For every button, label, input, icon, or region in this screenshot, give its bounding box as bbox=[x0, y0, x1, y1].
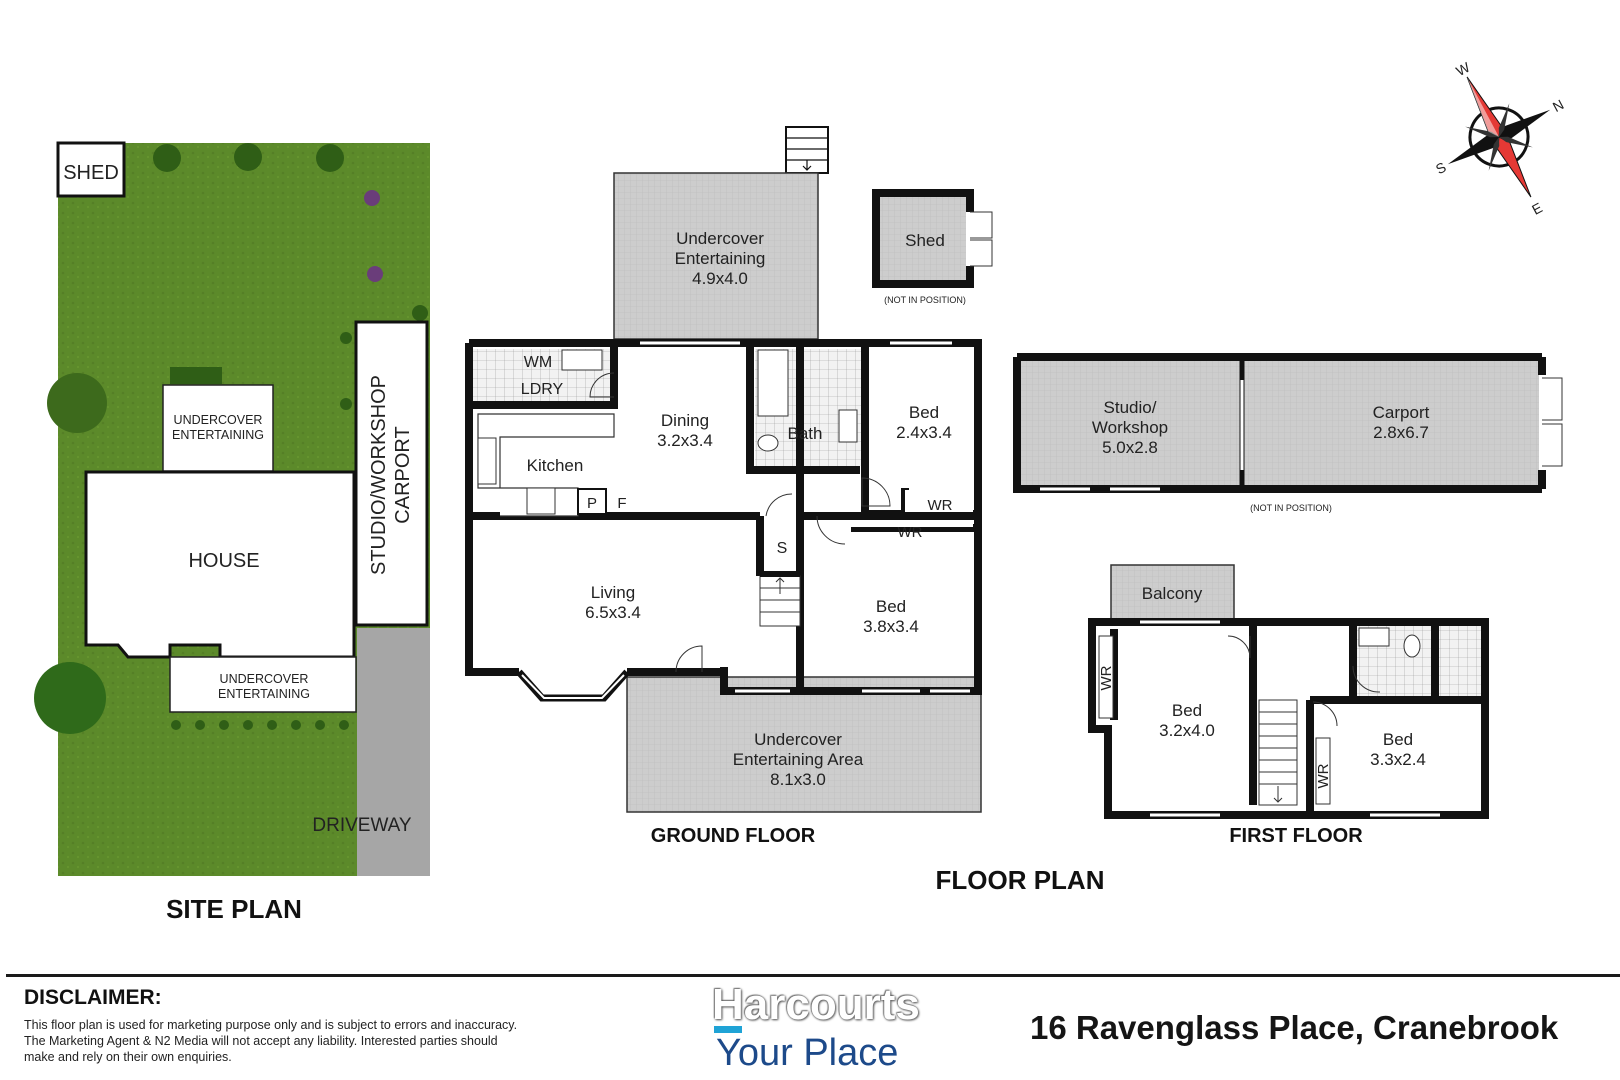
dining-label-2: 3.2x3.4 bbox=[657, 431, 713, 450]
site-undercover-top-label-1: UNDERCOVER bbox=[174, 413, 263, 427]
ground-floor-title: GROUND FLOOR bbox=[651, 825, 816, 847]
footer-divider bbox=[6, 974, 1620, 977]
floor-plan-title: FLOOR PLAN bbox=[936, 865, 1105, 895]
site-undercover-bottom-label-1: UNDERCOVER bbox=[220, 672, 309, 686]
brand-bar bbox=[714, 1026, 742, 1033]
disclaimer-line-3: make and rely on their own enquiries. bbox=[24, 1050, 232, 1064]
shed-label: Shed bbox=[905, 231, 945, 250]
site-house bbox=[84, 470, 356, 659]
site-driveway-label: DRIVEWAY bbox=[312, 815, 412, 836]
undercover-area-label-1: Undercover bbox=[754, 730, 842, 749]
bath-label: Bath bbox=[788, 424, 823, 443]
s-label: S bbox=[777, 540, 788, 557]
first-bed1-label-1: Bed bbox=[1172, 701, 1202, 720]
compass-n: N bbox=[1550, 96, 1566, 115]
pantry-label: P bbox=[587, 495, 597, 512]
first-bed2-label-2: 3.3x2.4 bbox=[1370, 750, 1426, 769]
undercover-entertaining-top bbox=[613, 172, 819, 340]
compass-w: W bbox=[1453, 58, 1473, 79]
ldry-label: LDRY bbox=[521, 381, 564, 398]
first-wr-right-label: WR bbox=[1315, 763, 1332, 788]
studio-label-3: 5.0x2.8 bbox=[1102, 438, 1158, 457]
bed1-label-1: Bed bbox=[909, 403, 939, 422]
site-carport-label: CARPORT bbox=[392, 426, 414, 523]
fridge-label: F bbox=[617, 495, 626, 512]
site-undercover-bottom bbox=[169, 656, 357, 713]
brand-top: Harcourts bbox=[712, 980, 920, 1029]
undercover-ent-label-1: Undercover bbox=[676, 229, 764, 248]
bay-window bbox=[516, 669, 630, 702]
site-house-label: HOUSE bbox=[188, 550, 259, 572]
studio-label-2: Workshop bbox=[1092, 418, 1168, 437]
first-wr-left-label: WR bbox=[1098, 665, 1115, 690]
first-bed1-label-2: 3.2x4.0 bbox=[1159, 721, 1215, 740]
site-undercover-top-label-2: ENTERTAINING bbox=[172, 428, 264, 442]
robe-2 bbox=[851, 520, 973, 527]
first-walls bbox=[1088, 618, 1489, 819]
first-floor-title: FIRST FLOOR bbox=[1229, 825, 1363, 847]
brand-bottom: Your Place bbox=[716, 1032, 899, 1074]
dining-label-1: Dining bbox=[661, 411, 709, 430]
undercover-ent-label-2: Entertaining bbox=[675, 249, 766, 268]
property-address: 16 Ravenglass Place, Cranebrook bbox=[1030, 1009, 1559, 1046]
disclaimer-text: This floor plan is used for marketing pu… bbox=[24, 1017, 584, 1065]
first-bed2-label-1: Bed bbox=[1383, 730, 1413, 749]
carport-floor bbox=[1244, 357, 1539, 487]
disclaimer-line-2: The Marketing Agent & N2 Media will not … bbox=[24, 1034, 498, 1048]
windows bbox=[640, 341, 970, 693]
pantry bbox=[577, 488, 607, 515]
wm-label: WM bbox=[524, 354, 552, 371]
compass-s: S bbox=[1433, 159, 1449, 178]
site-shed bbox=[56, 141, 126, 198]
shed-note: (NOT IN POSITION) bbox=[884, 295, 966, 305]
living-label-2: 6.5x3.4 bbox=[585, 603, 641, 622]
balcony-label: Balcony bbox=[1142, 584, 1203, 603]
disclaimer-line-1: This floor plan is used for marketing pu… bbox=[24, 1018, 518, 1032]
undercover-ent-label-3: 4.9x4.0 bbox=[692, 269, 748, 288]
ground-floor: Undercover Entertaining 4.9x4.0 Undercov… bbox=[465, 126, 982, 847]
living-label-1: Living bbox=[591, 583, 635, 602]
driveway bbox=[357, 628, 430, 876]
bathtub bbox=[757, 349, 789, 417]
balcony bbox=[1110, 564, 1235, 623]
cooktop bbox=[526, 487, 556, 515]
bed2-label-2: 3.8x3.4 bbox=[863, 617, 919, 636]
site-undercover-top bbox=[162, 384, 274, 472]
studio-note: (NOT IN POSITION) bbox=[1250, 503, 1332, 513]
studio-carport-plan: Studio/ Workshop 5.0x2.8 Carport 2.8x6.7… bbox=[1013, 353, 1563, 513]
compass-e: E bbox=[1529, 199, 1545, 218]
site-studio-label: STUDIO/WORKSHOP bbox=[368, 375, 390, 575]
carport-label-2: 2.8x6.7 bbox=[1373, 423, 1429, 442]
undercover-area-label-3: 8.1x3.0 bbox=[770, 770, 826, 789]
site-studio-carport bbox=[354, 320, 429, 627]
wr2-label: WR bbox=[898, 524, 923, 541]
site-shed-label: SHED bbox=[63, 162, 119, 184]
compass-icon: W E S N bbox=[1433, 58, 1567, 218]
kitchen-label: Kitchen bbox=[527, 456, 584, 475]
undercover-entertaining-area bbox=[626, 676, 982, 813]
site-plan-title: SITE PLAN bbox=[166, 894, 302, 924]
wr1-label: WR bbox=[928, 497, 953, 514]
bed2-label-1: Bed bbox=[876, 597, 906, 616]
site-plan: SHED UNDERCOVER ENTERTAINING HOUSE UNDER… bbox=[34, 141, 430, 924]
toilet bbox=[757, 434, 779, 452]
harcourts-logo: Harcourts Your Place bbox=[712, 980, 972, 1076]
carport-label-1: Carport bbox=[1373, 403, 1430, 422]
door-swings bbox=[675, 477, 891, 673]
first-floor: Balcony WR Bed 3.2x4.0 WR Bed 3.3x2. bbox=[1088, 564, 1489, 847]
studio-floor bbox=[1017, 357, 1240, 487]
disclaimer-title: DISCLAIMER: bbox=[24, 986, 162, 1009]
bed1-label-2: 2.4x3.4 bbox=[896, 423, 952, 442]
shed-plan: Shed (NOT IN POSITION) bbox=[872, 189, 993, 305]
sink bbox=[477, 437, 497, 485]
site-undercover-bottom-label-2: ENTERTAINING bbox=[218, 687, 310, 701]
studio-label-1: Studio/ bbox=[1104, 398, 1157, 417]
robe-1 bbox=[905, 490, 973, 512]
undercover-area-label-2: Entertaining Area bbox=[733, 750, 864, 769]
garden-bushes bbox=[34, 143, 428, 734]
